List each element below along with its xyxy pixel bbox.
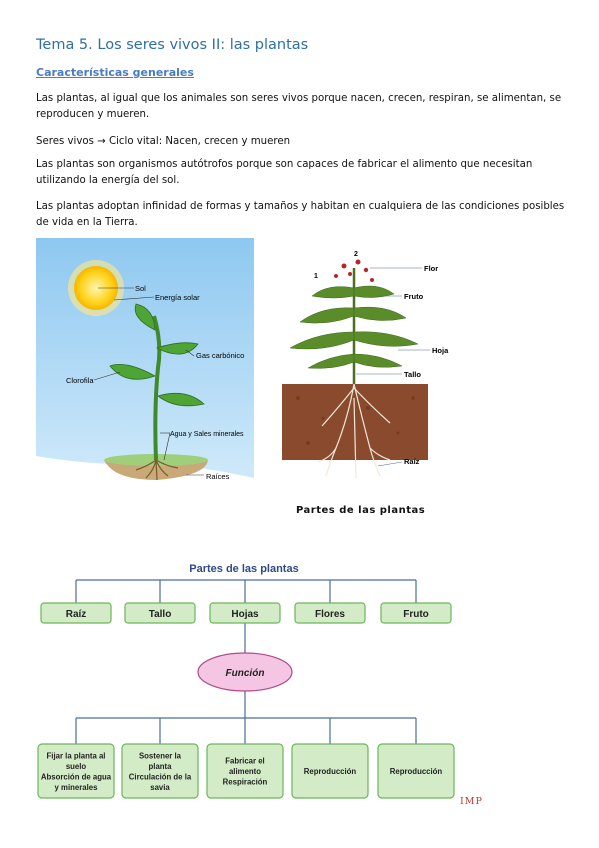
function-line-4-0: Reproducción <box>390 767 443 776</box>
label-sol: Sol <box>135 284 146 293</box>
paragraph-intro: Las plantas, al igual que los animales s… <box>36 93 562 120</box>
label-number-1: 1 <box>314 273 318 280</box>
flowers-fruits-icon <box>334 259 374 282</box>
paragraph-life-cycle: Seres vivos → Ciclo vital: Nacen, crecen… <box>36 136 291 147</box>
part-label-2: Hojas <box>231 609 259 620</box>
function-line-1-0: Sostener la <box>139 751 182 760</box>
function-box-3 <box>291 743 369 799</box>
label-agua-sales: Agua y Sales minerales <box>170 431 244 438</box>
function-line-1-2: Circulación de la <box>129 772 192 781</box>
label-fruto: Fruto <box>404 292 424 301</box>
label-tallo: Tallo <box>404 370 421 379</box>
function-box-1 <box>121 743 199 799</box>
plant-stem <box>152 315 162 461</box>
function-label: Función <box>226 668 265 679</box>
part-label-3: Flores <box>315 609 345 620</box>
plant-parts-illustration: 1 2 Flor Fruto Hoja Tallo Raíz <box>282 251 449 479</box>
part-box-4 <box>380 602 452 624</box>
function-box-0 <box>37 743 115 799</box>
label-number-2: 2 <box>354 251 358 258</box>
part-label-0: Raíz <box>66 609 87 620</box>
part-box-2 <box>209 602 281 624</box>
function-line-0-2: Absorción de agua <box>41 772 112 781</box>
paragraph-autotrophs: Las plantas son organismos autótrofos po… <box>36 159 533 186</box>
part-label-1: Tallo <box>149 609 172 620</box>
function-line-0-3: y minerales <box>55 783 99 792</box>
function-line-1-3: savia <box>150 783 170 792</box>
label-gas-carbonico: Gas carbónico <box>196 351 244 360</box>
part-box-1 <box>124 602 196 624</box>
part-box-3 <box>294 602 366 624</box>
part-boxes: Raíz Tallo Hojas Flores Fruto <box>40 602 452 624</box>
function-ellipse <box>197 652 293 692</box>
function-line-2-0: Fabricar el <box>225 757 264 766</box>
function-line-0-0: Fijar la planta al <box>47 751 106 760</box>
roots-icon <box>135 459 179 481</box>
label-energia-solar: Energía solar <box>155 293 200 302</box>
page-title: Tema 5. Los seres vivos II: las plantas <box>36 37 309 53</box>
photosynthesis-illustration: Sol Energía solar Gas carbónico Clorofil… <box>36 238 254 481</box>
function-box-2 <box>206 743 284 799</box>
author-signature: IMP <box>460 796 483 807</box>
concept-map-title: Partes de las plantas <box>189 563 298 575</box>
function-line-2-2: Respiración <box>223 778 268 787</box>
label-hoja: Hoja <box>432 346 449 355</box>
figure-caption: Partes de las plantas <box>296 505 426 516</box>
label-raices: Raíces <box>206 472 230 481</box>
plant-roots <box>317 383 391 479</box>
function-line-0-1: suelo <box>66 762 87 771</box>
function-box-4 <box>377 743 455 799</box>
foliage-icon <box>289 285 419 369</box>
label-raiz: Raíz <box>404 457 420 466</box>
part-label-4: Fruto <box>403 609 429 620</box>
function-line-1-1: planta <box>149 762 173 771</box>
part-box-0 <box>40 602 112 624</box>
function-line-3-0: Reproducción <box>304 767 357 776</box>
label-flor: Flor <box>424 264 438 273</box>
function-line-2-1: alimento <box>229 767 261 776</box>
paragraph-habitats: Las plantas adoptan infinidad de formas … <box>36 201 565 228</box>
sun-icon <box>74 266 118 310</box>
concept-map-connectors <box>75 579 417 744</box>
section-heading: Características generales <box>36 66 194 79</box>
label-clorofila: Clorofila <box>66 376 94 385</box>
